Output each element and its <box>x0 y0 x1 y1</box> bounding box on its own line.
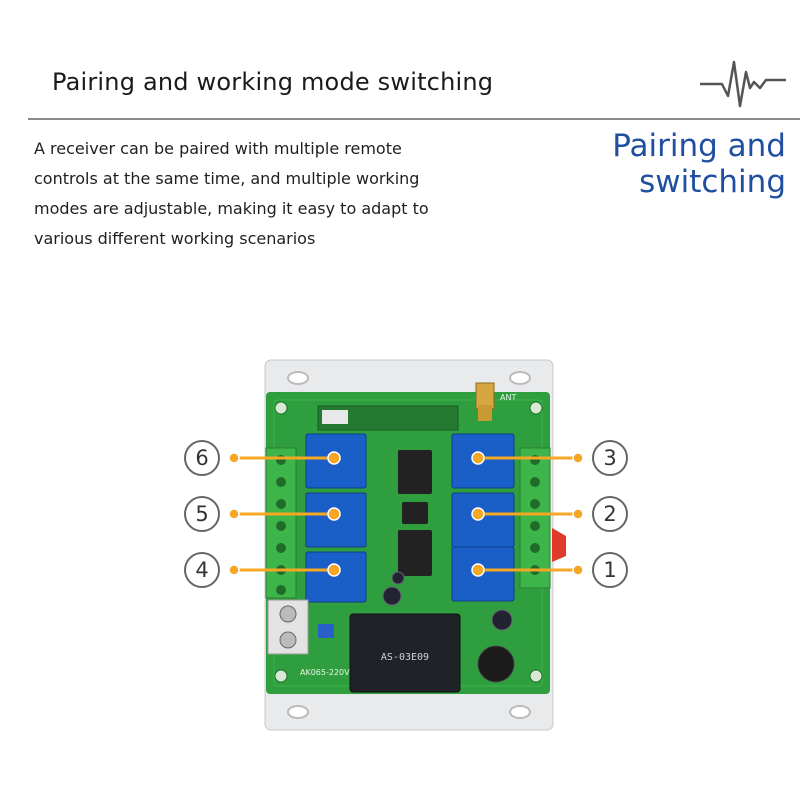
ic-chips <box>398 450 432 576</box>
buzzer <box>477 645 515 683</box>
callout-number: 5 <box>184 496 220 532</box>
description-line: various different working scenarios <box>34 229 316 248</box>
terminal-block-left <box>265 447 297 599</box>
callout-number: 3 <box>592 440 628 476</box>
description-line: controls at the same time, and multiple … <box>34 169 420 188</box>
description-text: A receiver can be paired with multiple r… <box>34 134 454 254</box>
description-line: modes are adjustable, making it easy to … <box>34 199 429 218</box>
description-line: A receiver can be paired with multiple r… <box>34 139 402 158</box>
antenna-connector <box>475 382 495 421</box>
section-title-line: switching <box>639 164 786 200</box>
signal-wave-icon <box>700 60 786 108</box>
antenna-label: ANT <box>500 393 516 402</box>
power-module: AS-03E09 <box>349 613 461 693</box>
capacitors <box>318 571 513 638</box>
header-divider <box>28 118 800 120</box>
section-title: Pairing and switching <box>546 128 786 200</box>
callout-number: 1 <box>592 552 628 588</box>
callout-dots <box>228 451 584 577</box>
page-title: Pairing and working mode switching <box>52 68 494 96</box>
callout-lines <box>234 456 578 572</box>
side-tab <box>552 528 566 562</box>
section-title-line: Pairing and <box>612 128 786 164</box>
board-model-label: AK065-220V <box>300 668 350 677</box>
power-terminal <box>267 599 309 655</box>
callout-number: 6 <box>184 440 220 476</box>
mounting-hole-icon <box>287 371 531 719</box>
power-module-label: AS-03E09 <box>381 652 429 663</box>
relay-left <box>305 433 367 603</box>
terminal-block-right <box>519 447 551 589</box>
callout-number: 4 <box>184 552 220 588</box>
callout-number: 2 <box>592 496 628 532</box>
